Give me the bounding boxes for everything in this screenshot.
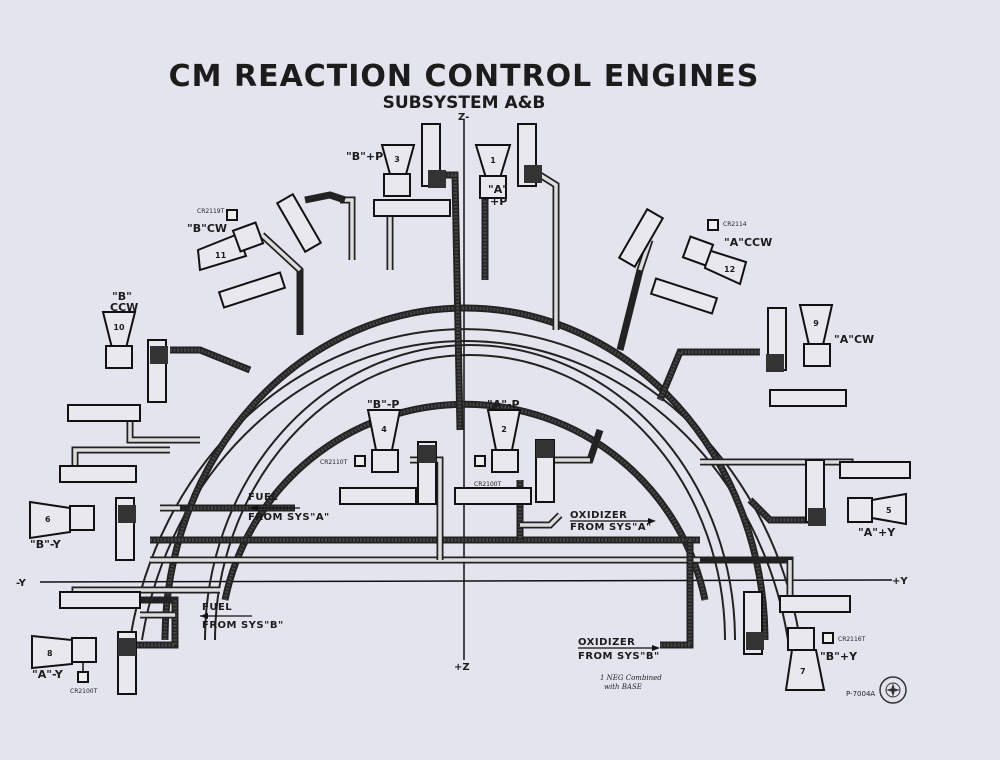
flow-fuel-b: FUEL FROM SYS"B" (200, 602, 284, 631)
engine-11-label: "B"CW (187, 222, 227, 235)
flow-oxidizer-b: OXIDIZER FROM SYS"B" (578, 637, 660, 662)
drawing-number: P-7004A (846, 690, 875, 698)
outer-ring (129, 328, 801, 641)
axes: Z- +Z -Y +Y (16, 112, 908, 673)
engine-12: 12 "A"CCW CR2114 (617, 207, 772, 315)
engine-7-connector (822, 632, 834, 644)
engine-7-tag: CR2116T (838, 636, 866, 643)
svg-text:OXIDIZER: OXIDIZER (578, 637, 635, 648)
engine-12-tag: CR2114 (723, 221, 747, 228)
svg-text:FROM SYS"A": FROM SYS"A" (570, 522, 652, 533)
engine-10-label-2: CCW (110, 301, 138, 314)
engine-11-nozzle (196, 232, 248, 272)
engine-12-number: 12 (724, 265, 735, 274)
engine-7-number: 7 (800, 667, 806, 676)
engine-4-connector (354, 455, 366, 467)
engine-9-label: "A"CW (834, 333, 874, 346)
engine-8-label: "A"-Y (32, 668, 64, 681)
engine-8-nozzle (31, 634, 73, 670)
nasa-seal-icon (879, 676, 907, 704)
diagram-title: CM REACTION CONTROL ENGINES (169, 59, 760, 94)
engine-10-label: "B" (112, 290, 132, 303)
engine-11-number: 11 (215, 251, 227, 260)
engine-1-number: 1 (490, 156, 496, 165)
engine-11-tag: CR2119T (197, 208, 225, 215)
svg-text:FROM SYS"A": FROM SYS"A" (248, 512, 330, 523)
engine-1: 1 "A" +P (474, 123, 542, 208)
engine-8-valve (71, 637, 97, 663)
svg-text:FROM SYS"B": FROM SYS"B" (578, 651, 660, 662)
engine-1-valve (479, 175, 507, 199)
engine-7-valve (787, 627, 815, 651)
engine-1-label-2: +P (490, 195, 507, 208)
engine-3-label: "B"+P (346, 150, 383, 163)
engine-10: 10 "B" CCW (67, 290, 168, 422)
arrow-icon (652, 645, 660, 651)
engine-11-connector (226, 209, 238, 221)
arrow-icon (200, 613, 208, 619)
engine-4-label: "B"-P (367, 398, 399, 411)
engine-3-number: 3 (394, 155, 400, 164)
svg-text:FUEL: FUEL (248, 492, 278, 503)
engine-12-injector (617, 207, 665, 269)
engine-4: 4 "B"-P CR2110T (320, 398, 437, 505)
handwritten-note-2: with BASE (604, 683, 642, 691)
z-plus-label: +Z (454, 662, 470, 673)
engine-1-label: "A" (488, 183, 508, 196)
diagram-subtitle: SUBSYSTEM A&B (383, 93, 546, 113)
engine-2-valve (491, 449, 519, 473)
engine-2-number: 2 (501, 425, 507, 434)
engine-6-number: 6 (45, 515, 51, 524)
y-minus-label: -Y (16, 578, 27, 589)
svg-text:FROM SYS"B": FROM SYS"B" (202, 620, 284, 631)
z-minus-label: Z- (458, 112, 469, 123)
engine-3-valve (383, 173, 411, 197)
svg-text:OXIDIZER: OXIDIZER (570, 510, 627, 521)
flow-fuel-a: FUEL FROM SYS"A" (248, 492, 330, 523)
engine-12-connector (707, 219, 719, 231)
engine-5-number: 5 (886, 506, 892, 515)
ring-3 (204, 344, 736, 641)
engine-6-label: "B"-Y (30, 538, 62, 551)
y-axis-line (39, 579, 893, 583)
engine-6-nozzle (29, 500, 71, 540)
engine-4-tag: CR2110T (320, 459, 348, 466)
engine-8-connector (77, 671, 89, 683)
engine-10-valve (105, 345, 133, 369)
engine-5: 5 "A"+Y (805, 459, 911, 539)
engine-11: 11 "B"CW CR2119T (187, 192, 323, 309)
svg-text:FUEL: FUEL (202, 602, 232, 613)
engine-11-injector (275, 192, 323, 254)
engine-8: 8 "A"-Y CR2100T (31, 591, 141, 695)
engine-5-valve (847, 497, 873, 523)
arrow-icon (648, 518, 656, 524)
engine-8-number: 8 (47, 649, 53, 658)
engine-4-number: 4 (381, 425, 387, 434)
engine-2-connector (474, 455, 486, 467)
engine-3: 3 "B"+P (346, 123, 451, 217)
engine-8-tag: CR2100T (70, 688, 98, 695)
engine-2: 2 "A"-P CR2100T (454, 398, 555, 505)
engine-11-valve (231, 221, 265, 253)
engine-9-valve (803, 343, 831, 367)
engine-10-number: 10 (113, 323, 125, 332)
arrow-icon (250, 505, 258, 511)
engine-6: 6 "B"-Y (29, 465, 137, 561)
flow-oxidizer-a: OXIDIZER FROM SYS"A" (570, 510, 656, 533)
engine-7-label: "B"+Y (820, 650, 858, 663)
engine-6-valve (69, 505, 95, 531)
engine-4-valve (371, 449, 399, 473)
engine-9: 9 "A"CW (766, 304, 874, 407)
engine-12-label: "A"CCW (724, 236, 772, 249)
engine-9-number: 9 (813, 319, 819, 328)
manifold-rings (129, 304, 801, 641)
engine-12-valve (681, 235, 715, 267)
handwritten-note-1: 1 NEG Combined (600, 674, 662, 682)
engine-2-label: "A"-P (487, 398, 520, 411)
engine-5-label: "A"+Y (858, 526, 896, 539)
engine-7: 7 "B"+Y CR2116T (743, 591, 866, 691)
engine-2-tag: CR2100T (474, 481, 502, 488)
y-plus-label: +Y (892, 576, 908, 587)
